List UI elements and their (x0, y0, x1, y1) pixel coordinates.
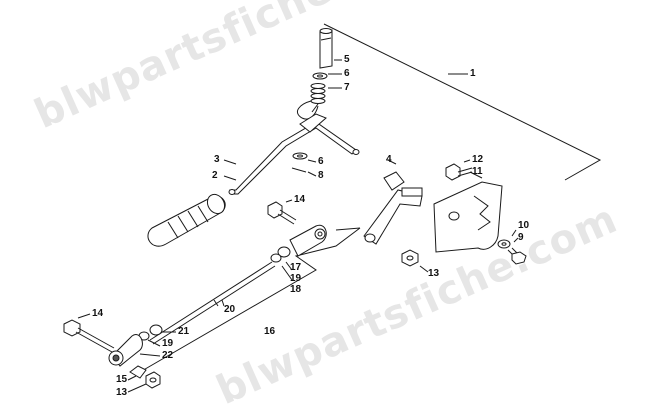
leader-8 (307, 171, 317, 177)
nut-part-18 (277, 246, 291, 258)
callout-4: 4 (386, 154, 392, 165)
leader-10 (511, 229, 517, 237)
callout-11: 11 (472, 166, 483, 177)
callout-8: 8 (318, 170, 324, 181)
leader-4 (387, 159, 397, 165)
washer-part-10 (497, 239, 511, 249)
leader-3 (223, 159, 237, 165)
callout-1: 1 (470, 68, 476, 79)
nut-part-13-lower (145, 371, 161, 389)
callout-19-top: 19 (290, 273, 302, 284)
rod-end-part-17 (289, 224, 327, 257)
cotter-pin-part-8 (291, 167, 307, 173)
bracket-arm-part-4 (363, 171, 423, 245)
callout-13-lower: 13 (116, 387, 128, 398)
nut-part-13-middle (401, 249, 419, 267)
washer-part-6-lower (292, 152, 308, 160)
leader-13-lower (127, 383, 147, 393)
callout-12: 12 (472, 154, 484, 165)
callout-3: 3 (214, 154, 220, 165)
bolt-part-14-top (267, 201, 297, 225)
washer-part-19-top (270, 253, 282, 263)
callout-14-lower: 14 (92, 308, 104, 319)
leader-9 (513, 237, 519, 243)
callout-5: 5 (344, 54, 350, 65)
spring-part-7 (297, 83, 326, 120)
callout-22: 22 (162, 350, 174, 361)
leader-12 (463, 159, 471, 163)
assembly-outline-1 (323, 23, 602, 181)
rod-end-part-22 (108, 334, 143, 367)
leader-13-middle (419, 265, 429, 273)
leader-14-top (285, 199, 293, 203)
shift-lever-part-3 (228, 113, 360, 195)
callout-7: 7 (344, 82, 350, 93)
callout-21: 21 (178, 326, 190, 337)
leader-2 (223, 175, 237, 181)
leader-22 (139, 353, 161, 357)
leader-19-top (281, 265, 293, 281)
callout-6-top: 6 (344, 68, 350, 79)
leader-17 (285, 261, 293, 271)
spacer-part-15 (129, 365, 147, 379)
bolt-part-14-lower (63, 319, 115, 353)
callout-13-middle: 13 (428, 268, 440, 279)
subassembly-outline-16 (139, 227, 361, 373)
leader-14-lower (77, 313, 91, 319)
callout-16: 16 (264, 326, 276, 337)
callout-9: 9 (518, 232, 524, 243)
callout-10: 10 (518, 220, 530, 231)
callout-14-top: 14 (294, 194, 306, 205)
leader-6-lower (307, 159, 317, 163)
callout-6-lower: 6 (318, 156, 324, 167)
leader-19-lower (147, 339, 161, 347)
bolt-part-12 (445, 163, 473, 181)
leader-20 (221, 299, 225, 307)
callout-2: 2 (212, 170, 218, 181)
bolt-part-9 (507, 247, 527, 265)
leader-11 (469, 171, 483, 179)
rod-part-20 (149, 261, 276, 345)
callout-18: 18 (290, 284, 302, 295)
callout-20: 20 (224, 304, 236, 315)
callout-15: 15 (116, 374, 128, 385)
pin-part-5 (319, 28, 333, 69)
washer-part-6-top (312, 72, 328, 80)
nut-part-21 (149, 324, 163, 336)
plate-part-11 (433, 181, 503, 253)
callout-19-lower: 19 (162, 338, 174, 349)
grip-part-2 (147, 193, 226, 247)
callout-17: 17 (290, 262, 302, 273)
leader-15 (127, 375, 137, 381)
